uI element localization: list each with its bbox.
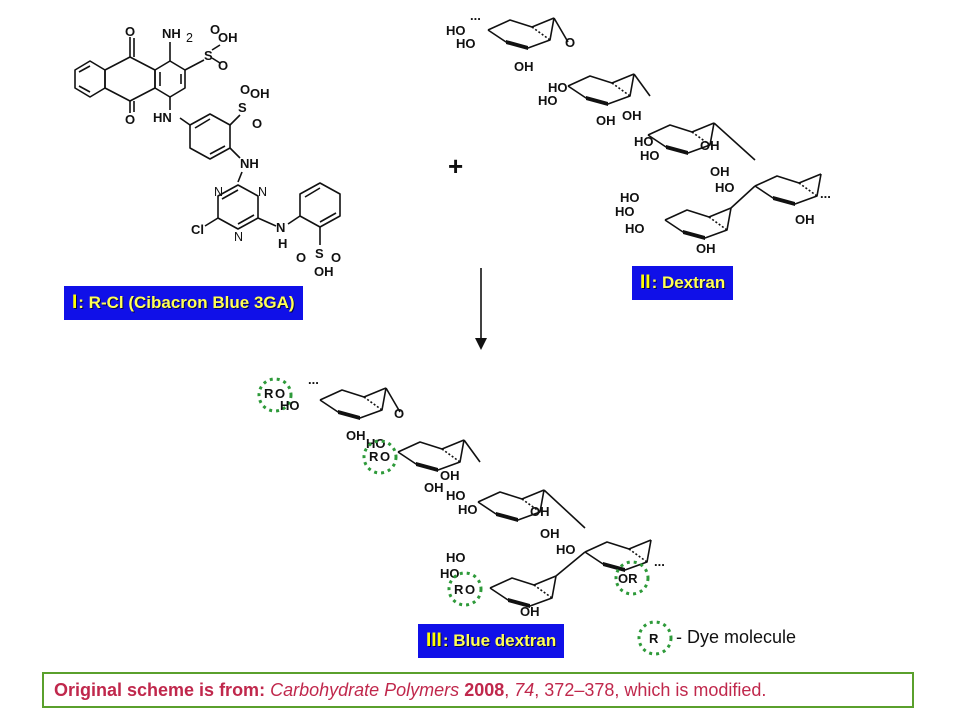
dye-structure-I: O O NH 2 S OH O O HN S OH O O NH N N N C… bbox=[74, 22, 341, 279]
blue-dextran-o-3: O bbox=[465, 582, 475, 597]
blue-dextran-oh-5: OH bbox=[540, 526, 560, 541]
dye-amine-subscript: 2 bbox=[186, 31, 193, 45]
dye-sulfonate-3-o: O bbox=[296, 250, 306, 265]
blue-dextran-o-2: O bbox=[380, 449, 390, 464]
dye-amine: NH bbox=[162, 26, 181, 41]
source-prefix: Original scheme is from: bbox=[54, 680, 266, 700]
dye-sulfonate-2-o: O bbox=[252, 116, 262, 131]
blue-dextran-ho-3: HO bbox=[446, 488, 466, 503]
source-journal: Carbohydrate Polymers bbox=[270, 680, 460, 700]
blue-dextran-ho-2: HO bbox=[366, 436, 386, 451]
dextran-oh-2: OH bbox=[596, 113, 616, 128]
dextran-oh-1: OH bbox=[514, 59, 534, 74]
dye-triazine-n-3: N bbox=[234, 230, 243, 244]
dextran-ho-3: HO bbox=[548, 80, 568, 95]
label-compound-III-numeral: III bbox=[426, 630, 442, 651]
dye-chloro: Cl bbox=[191, 222, 204, 237]
label-compound-III: III: Blue dextran bbox=[418, 624, 565, 658]
dextran-ring-o-1: O bbox=[565, 35, 575, 50]
dye-sulfonate-1: S bbox=[204, 48, 213, 63]
blue-dextran-ho-5: HO bbox=[556, 542, 576, 557]
dye-bridge-nh: NH bbox=[240, 156, 259, 171]
plus-sign: + bbox=[448, 151, 463, 181]
dye-sulfonate-3: S bbox=[315, 246, 324, 261]
dye-triazine-n-2: N bbox=[258, 185, 267, 199]
blue-dextran-oh-3: OH bbox=[440, 468, 460, 483]
dextran-oh-6: OH bbox=[795, 212, 815, 227]
dextran-ho-9: HO bbox=[615, 204, 635, 219]
dextran-ho-1: HO bbox=[446, 23, 466, 38]
dextran-oh-7: OH bbox=[696, 241, 716, 256]
dextran-oh-3: OH bbox=[622, 108, 642, 123]
dextran-ho-7: HO bbox=[715, 180, 735, 195]
label-compound-II: II: Dextran bbox=[632, 266, 734, 300]
blue-dextran-r-2: R bbox=[369, 449, 379, 464]
label-compound-II-numeral: II bbox=[640, 272, 651, 293]
blue-dextran-ho-1: HO bbox=[280, 398, 300, 413]
dextran-chain-end: ... bbox=[820, 186, 831, 201]
blue-dextran-chain-start: ... bbox=[308, 372, 319, 387]
dextran-ho-6: HO bbox=[640, 148, 660, 163]
dextran-oh-4: OH bbox=[700, 138, 720, 153]
dextran-ho-4: HO bbox=[538, 93, 558, 108]
dye-carbonyl-top: O bbox=[125, 24, 135, 39]
dye-carbonyl-bottom: O bbox=[125, 112, 135, 127]
dextran-ho-5: HO bbox=[634, 134, 654, 149]
dextran-ho-2: HO bbox=[456, 36, 476, 51]
blue-dextran-structure-III: ... ... R O HO OH O HO R O OH OH HO HO O… bbox=[257, 372, 665, 619]
blue-dextran-oh-4: OH bbox=[530, 504, 550, 519]
blue-dextran-ring-o-1: O bbox=[394, 406, 404, 421]
dye-sulfonate-2-oh: OH bbox=[250, 86, 270, 101]
legend: R bbox=[637, 620, 673, 656]
label-compound-I-numeral: I bbox=[72, 292, 78, 313]
legend-symbol: R bbox=[649, 631, 659, 646]
dye-sulfonate-1-o2: O bbox=[210, 22, 220, 37]
label-compound-I: I: R-Cl (Cibacron Blue 3GA) bbox=[64, 286, 303, 320]
blue-dextran-r-3: R bbox=[454, 582, 464, 597]
dye-sulfonate-3-oh: OH bbox=[314, 264, 334, 279]
blue-dextran-or: OR bbox=[618, 571, 638, 586]
blue-dextran-chain-end: ... bbox=[654, 554, 665, 569]
dye-triazine-n-1: N bbox=[214, 185, 223, 199]
source-year: 2008 bbox=[464, 680, 505, 700]
blue-dextran-oh-2: OH bbox=[424, 480, 444, 495]
blue-dextran-o-1: O bbox=[275, 386, 285, 401]
blue-dextran-oh-6: OH bbox=[520, 604, 540, 619]
blue-dextran-ho-6: HO bbox=[446, 550, 466, 565]
legend-dye-circle bbox=[637, 620, 673, 656]
blue-dextran-r-1: R bbox=[264, 386, 274, 401]
dye-sulfonate-2-o2: O bbox=[240, 82, 250, 97]
dextran-ho-10: HO bbox=[625, 221, 645, 236]
dye-sulfonate-2: S bbox=[238, 100, 247, 115]
dextran-ho-8: HO bbox=[620, 190, 640, 205]
dye-sulfonate-3-o2: O bbox=[331, 250, 341, 265]
reaction-arrow-head bbox=[475, 338, 487, 350]
blue-dextran-ho-4: HO bbox=[458, 502, 478, 517]
dye-circle-3 bbox=[614, 560, 650, 596]
dextran-structure-II: ... ... HO HO OH O HO HO OH OH HO HO OH … bbox=[446, 8, 831, 256]
dye-sulfonate-1-o: O bbox=[218, 58, 228, 73]
blue-dextran-oh-1: OH bbox=[346, 428, 366, 443]
dye-linker-nh: HN bbox=[153, 110, 172, 125]
source-suffix: , which is modified. bbox=[614, 680, 767, 700]
label-compound-II-text: : Dextran bbox=[651, 273, 726, 292]
source-pages: 372–378 bbox=[544, 680, 615, 700]
dye-circle-2 bbox=[362, 439, 398, 475]
dextran-chain-start: ... bbox=[470, 8, 481, 23]
legend-text: - Dye molecule bbox=[676, 627, 797, 647]
dextran-oh-5: OH bbox=[710, 164, 730, 179]
dye-circle-4 bbox=[447, 571, 483, 607]
dye-aryl-h: H bbox=[278, 236, 287, 251]
label-compound-I-text: : R-Cl (Cibacron Blue 3GA) bbox=[78, 293, 295, 312]
dye-sulfonate-1-oh: OH bbox=[218, 30, 238, 45]
source-volume: 74 bbox=[514, 680, 535, 700]
dye-aryl-n: N bbox=[276, 220, 285, 235]
label-compound-III-text: : Blue dextran bbox=[442, 631, 557, 650]
dye-circle-1 bbox=[257, 377, 293, 413]
source-citation: Original scheme is from: Carbohydrate Po… bbox=[42, 672, 914, 708]
blue-dextran-ho-7: HO bbox=[440, 566, 460, 581]
